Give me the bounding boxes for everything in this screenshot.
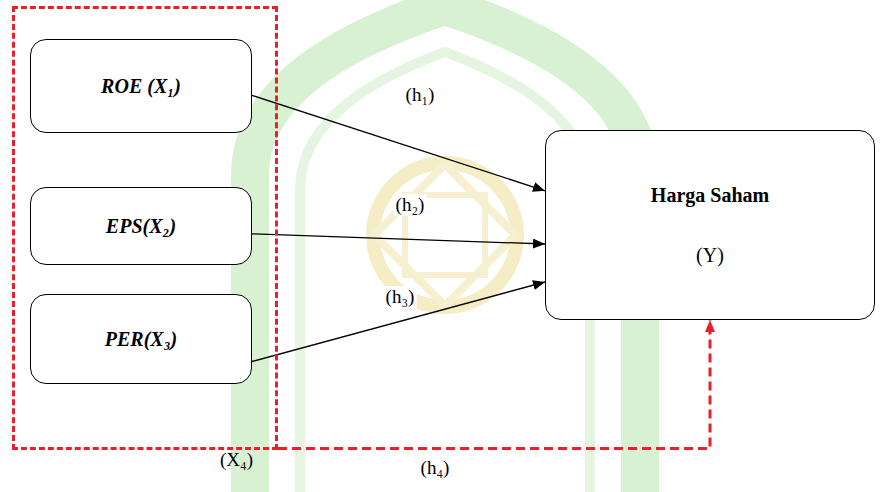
box-title: ROE (X₁) — [101, 74, 181, 98]
effect-arrow — [252, 282, 545, 362]
box-title: Harga Saham — [651, 183, 769, 207]
variable-box: ROE (X₁) — [30, 39, 252, 133]
effect-arrow — [252, 95, 545, 190]
box-title: PER(X₃) — [105, 327, 178, 351]
group-label: (X₄) — [220, 449, 253, 472]
watermark-ornament — [374, 164, 515, 305]
effect-arrow — [252, 234, 545, 244]
box-title: EPS(X₂) — [106, 214, 176, 238]
variable-group: (X₄)ROE (X₁)EPS(X₂)PER(X₃) — [12, 6, 278, 450]
path-label: (h₁) — [404, 84, 437, 106]
box-subtitle: (Y) — [696, 243, 724, 267]
watermark-medallion — [373, 163, 517, 307]
path-label: (h₂) — [394, 194, 427, 216]
joint-effect-arrow — [278, 320, 710, 449]
path-label: (h₄) — [419, 457, 452, 479]
dependent-variable-box: Harga Saham (Y) — [545, 130, 875, 320]
variable-box: PER(X₃) — [30, 294, 252, 384]
path-label: (h₃) — [384, 286, 417, 308]
variable-box: EPS(X₂) — [30, 187, 252, 265]
